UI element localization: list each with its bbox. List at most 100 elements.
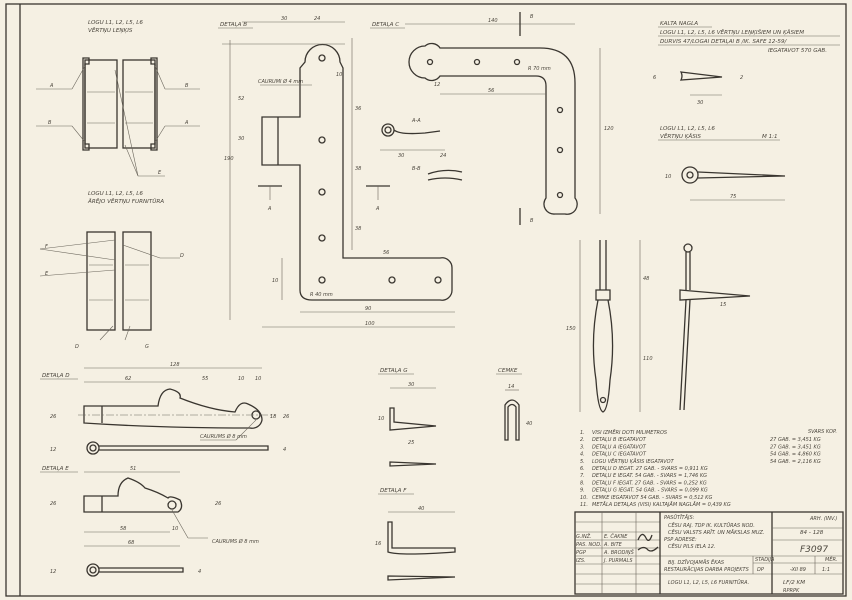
address-line: CĒSU PILS IELA 12. (668, 543, 716, 550)
object-line-2: RESTAURĀCIJAS DARBA PROJEKTS (664, 566, 750, 573)
detail-e: DETAĻA E 51 26 26 58 10 68 CAURUMS Ø 8 m… (40, 466, 259, 577)
weight-header: SVARS KOP. (808, 429, 837, 435)
dimension-label: 26 (283, 414, 289, 420)
stage-value: DP (757, 567, 764, 573)
staff-name: A. BRODIŅŠ (603, 549, 635, 556)
item-weight: 27 GAB. = 3,451 KG (770, 444, 821, 450)
staff-name: J. PURMALS (603, 558, 633, 564)
parts-list-item: 7. DETAĻU E IEGAT. 54 GAB. - SVARS = 1,74… (580, 473, 707, 479)
hook-title-1: LOGU L1, L2, L5, L6 (660, 126, 715, 132)
dimension-label: 150 (566, 326, 576, 332)
sheet-code: LF/2 KM (783, 580, 805, 586)
section-label: E (45, 271, 49, 277)
parts-list-item: 9.DETAĻU G IEGAT. 54 GAB. - SVARS = 0,09… (580, 488, 708, 494)
section-label: F (45, 244, 48, 250)
item-number: 7. (580, 473, 585, 479)
detail-d: DETAĻA D 128 62 55 10 10 26 26 18 CAURUM… (40, 362, 289, 455)
dimension-label: 10 (665, 174, 671, 180)
detail-b-hole-note: CAURUMI Ø 4 mm (258, 78, 303, 85)
item-text: METĀLA DETAĻAS (VISI) KALTAJĀM NAGLĀM = … (592, 501, 731, 508)
section-a-a-label: A-A (411, 118, 421, 124)
window-section-bottom: F E D D G (39, 231, 184, 350)
dimension-label: 75 (730, 194, 736, 200)
dimension-label: 36 (355, 106, 361, 112)
item-text: VISI IZMĒRI DOTI MILIMETROS (592, 429, 668, 436)
section-label: A (184, 120, 189, 126)
dimension-label: 10 (255, 376, 261, 382)
dimension-label: 26 (215, 501, 221, 507)
section-b-b-label: B-B (412, 166, 421, 172)
detail-f-title: DETAĻA F (380, 488, 407, 494)
dimension-label: 14 (508, 384, 514, 390)
parts-list-item: 11. METĀLA DETAĻAS (VISI) KALTAJĀM NAGLĀM… (580, 501, 731, 508)
dimension-label: 26 (50, 414, 56, 420)
object-line-1: BIJ. DZĪVOJAMĀS ĒKAS (668, 559, 725, 566)
client-label: PASŪTĪTĀJS: (664, 514, 695, 521)
forged-nail-line-3: IEGATAVOT 570 GAB. (768, 48, 827, 54)
dimension-label: 10 (172, 526, 178, 532)
detail-c: DETAĻA C B B 140 12 56 R 70 mm 120 A-A 3… (370, 12, 614, 225)
detail-e-title: DETAĻA E (42, 466, 69, 472)
dimension-label: 56 (383, 250, 389, 256)
parts-list: SVARS KOP. 1. VISI IZMĒRI DOTI MILIMETROS… (580, 429, 837, 508)
dimension-label: 30 (398, 153, 404, 159)
item-weight: 27 GAB. = 3,451 KG (770, 437, 821, 443)
dimension-label: 4 (198, 569, 201, 575)
dimension-label: 12 (50, 447, 56, 453)
forged-nail-title: KALTA NAGLA (660, 21, 698, 27)
staff-role: PGP (576, 550, 586, 556)
section-label: B (530, 14, 534, 20)
dimension-label: 2 (740, 75, 743, 81)
dimension-label: 30 (238, 136, 244, 142)
parts-list-item: 1. VISI IZMĒRI DOTI MILIMETROS (580, 429, 668, 436)
forged-nail-line-1: LOGU L1, L2, L5, L6 VĒRTŅU LEŅĶIŠIEM UN … (660, 29, 804, 36)
dimension-label: 15 (720, 302, 726, 308)
dimension-label: 10 (336, 72, 342, 78)
sheet-border (5, 3, 847, 597)
scale-value: 1:1 (822, 567, 830, 573)
item-number: 1. (580, 430, 585, 436)
item-number: 11. (580, 502, 588, 508)
window-hook-section: LOGU L1, L2, L5, L6 VĒRTŅU ĶĀSIS M 1:1 7… (566, 126, 786, 413)
organisation: RPRPK (783, 588, 800, 594)
dimension-label: 68 (128, 540, 134, 546)
dimension-label: 25 (408, 440, 414, 446)
item-number: 4. (580, 452, 585, 458)
dimension-label: R 70 mm (528, 66, 551, 72)
dimension-label: 55 (202, 376, 208, 382)
section-label: B (185, 83, 189, 89)
item-text: DETAĻU B IEGATAVOT (592, 437, 647, 443)
staff-role: G.INŽ. (576, 532, 592, 540)
item-weight: 54 GAB. = 2,116 KG (770, 459, 821, 465)
section-label: B (48, 120, 52, 126)
detail-g: DETAĻA G 30 25 10 (378, 368, 437, 467)
forged-nail-line-2: DURVIS 47/LOGAI DETAĻAI B /IK. SAFE 12-5… (660, 39, 788, 45)
item-number: 2. (580, 437, 585, 443)
item-text: DETAĻU G IEGAT. 54 GAB. - SVARS = 0,099 … (592, 488, 708, 494)
item-text: DETAĻU E IEGAT. 54 GAB. - SVARS = 1,746 … (592, 473, 707, 479)
cemke-staple: CEMKE 14 40 (496, 368, 532, 441)
stage-label: STADIJA (755, 557, 775, 563)
dimension-label: 26 (50, 501, 56, 507)
dimension-label: 30 (281, 16, 287, 22)
parts-list-item: 8.DETAĻU F IEGAT. 27 GAB. - SVARS = 0,25… (580, 480, 707, 486)
item-text: DETAĻU C IEGATAVOT (592, 452, 647, 458)
sheet-title: LOGU L1, L2, L5, L6 FURNITŪRA. (668, 579, 749, 586)
address-label: PSP ADRESE: (664, 537, 697, 543)
dimension-label: 56 (488, 88, 494, 94)
cemke-title: CEMKE (498, 368, 518, 374)
client-line-1: CĒSU RAJ. TDP IK. KULTŪRAS NOD. (668, 522, 755, 529)
detail-d-hole-note: CAURUMS Ø 8 mm (200, 433, 247, 440)
dimension-label: 24 (440, 153, 446, 159)
dimension-label: 24 (314, 16, 320, 22)
top-left-title-1: LOGU L1, L2, L5, L6 (88, 20, 143, 26)
item-weight: 54 GAB. = 4,860 KG (770, 452, 821, 458)
item-text: DETAĻU D IEGAT. 27 GAB. - SVARS = 0,911 … (592, 466, 708, 472)
dimension-label: 140 (488, 18, 498, 24)
hook-scale: M 1:1 (762, 134, 778, 140)
archive-number: 84 - 128 (800, 530, 824, 536)
item-text: DETAĻU A IEGATAVOT (592, 444, 647, 450)
forged-nail-section: KALTA NAGLA LOGU L1, L2, L5, L6 VĒRTŅU L… (653, 21, 840, 106)
dimension-label: 48 (643, 276, 649, 282)
